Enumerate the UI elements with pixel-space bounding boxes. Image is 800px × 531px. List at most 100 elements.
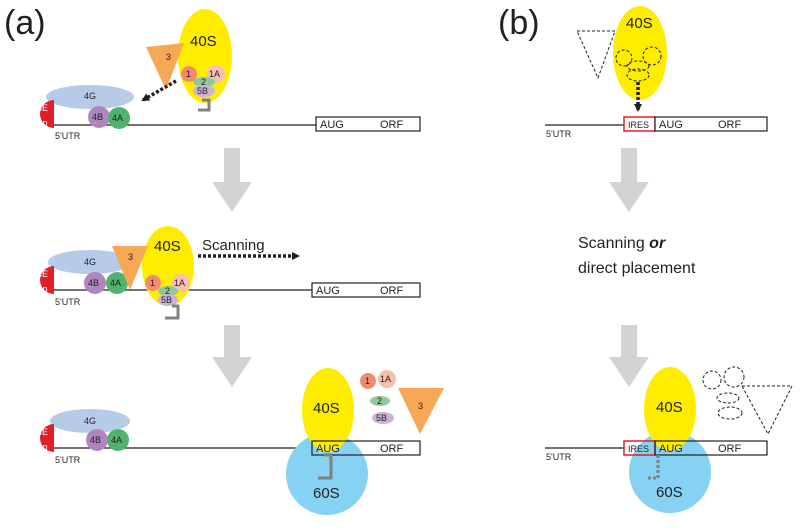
utr-label: 5'UTR [546, 129, 572, 139]
cap-label: cap [33, 284, 48, 294]
scanning-label: Scanning [202, 237, 265, 254]
eif1a-absent-outline [642, 46, 662, 66]
eif2-shape [370, 396, 390, 406]
cap-label: cap [33, 442, 48, 452]
orf-label: ORF [718, 119, 742, 131]
utr-label: 5'UTR [55, 455, 81, 465]
aug-label: AUG [316, 285, 340, 297]
eif1a-shape [172, 274, 190, 292]
panel-label-b: (b) [498, 4, 540, 42]
eif1a-shape [378, 370, 396, 388]
ribosome-40s-label: 40S [626, 15, 653, 32]
eif5b-absent-outline [626, 68, 650, 82]
eif3-label: 3 [166, 52, 171, 62]
eif4g-label: 4G [84, 91, 96, 101]
eif1-shape [181, 66, 197, 82]
orf-box [654, 116, 768, 132]
eif1-label: 1 [186, 69, 191, 79]
eif4e-label: 4E [37, 269, 48, 279]
panel-label-a: (a) [4, 4, 46, 42]
eif3-label: 3 [418, 401, 423, 411]
eif4a-shape [108, 107, 130, 129]
eif4a-label: 4A [110, 278, 121, 288]
cap-label: cap [33, 118, 48, 128]
flow-arrow-b2 [609, 325, 649, 387]
ribosome-40s-label: 40S [190, 33, 217, 50]
eif2-absent-outline [626, 60, 650, 72]
caption-scanning: Scanning [578, 235, 649, 252]
ribosome-40s [644, 367, 696, 451]
eif5b-shape [193, 85, 215, 97]
eif5b-label: 5B [197, 86, 208, 96]
trna-shape [318, 453, 333, 480]
panel-b-step-1: 5'UTR IRES AUG ORF 40S [545, 6, 768, 139]
eif1-shape [360, 373, 376, 389]
orf-box [315, 116, 421, 132]
orf-label: ORF [380, 285, 404, 297]
ribosome-60s [286, 433, 368, 515]
eif4b-label: 4B [92, 112, 103, 122]
eif4g-label: 4G [84, 257, 96, 267]
eif5b-shape [372, 412, 394, 424]
eif5b-label: 5B [161, 295, 172, 305]
eif4e-label: 4E [37, 427, 48, 437]
eif5b-absent-outline [717, 406, 743, 420]
eif2-label: 2 [201, 77, 206, 87]
eif4a-shape [106, 272, 128, 294]
caption-or: or [649, 235, 666, 252]
utr-label: 5'UTR [546, 452, 572, 462]
eif4b-label: 4B [88, 278, 99, 288]
trna-shape [198, 98, 211, 112]
eif1a-label: 1A [380, 374, 391, 384]
eif3-absent-outline [741, 385, 793, 436]
eif4g-shape [46, 85, 134, 109]
ribosome-60s [629, 431, 711, 513]
ribosome-40s [302, 368, 354, 452]
eif4a-shape [107, 429, 129, 451]
eif4b-shape [88, 106, 110, 128]
eif5b-shape [158, 294, 178, 306]
eif1a-label: 1A [209, 69, 220, 79]
orf-label: ORF [380, 443, 404, 455]
eif4b-label: 4B [90, 435, 101, 445]
utr-label: 5'UTR [55, 131, 81, 141]
eif3-shape [112, 246, 148, 290]
eif2-shape [193, 77, 215, 87]
panel-a-step-1: AUG ORF 4G 4E cap 4B 4A 5'UTR 40S 3 1 1A… [33, 9, 421, 141]
eif3-absent-outline [576, 30, 616, 80]
aug-label: AUG [316, 443, 340, 455]
aug-label: AUG [659, 443, 683, 455]
orf-label: ORF [380, 119, 404, 131]
eif4b-shape [84, 272, 106, 294]
eif4e-cap-shape [40, 424, 54, 452]
ires-label: IRES [628, 444, 649, 454]
ribosome-40s-label: 40S [313, 400, 340, 417]
aug-label: AUG [659, 119, 683, 131]
panel-b-step-3: 5'UTR 60S 40S IRES AUG ORF [545, 366, 793, 513]
eif4g-label: 4G [84, 416, 96, 426]
eif3-shape [146, 43, 184, 90]
ribosome-40s-label: 40S [154, 238, 181, 255]
eif4g-shape [48, 250, 132, 274]
eif4e-cap-shape [40, 266, 54, 294]
flow-arrow-a1 [212, 148, 252, 212]
aug-label: AUG [320, 119, 344, 131]
eif4a-label: 4A [112, 113, 123, 123]
eif1a-absent-outline [723, 366, 745, 388]
ribosome-60s-label: 60S [313, 485, 340, 502]
eif4b-shape [86, 429, 108, 451]
eif2-label: 2 [377, 396, 382, 406]
recruitment-arrow [141, 79, 177, 102]
eif4e-label: 4E [37, 103, 48, 113]
orf-label: ORF [718, 443, 742, 455]
utr-label: 5'UTR [55, 297, 81, 307]
eif5b-label: 5B [376, 413, 387, 423]
eif1-absent-outline [615, 49, 633, 67]
eif1-shape [145, 275, 161, 291]
eif1-absent-outline [702, 370, 722, 390]
ribosome-40s [613, 6, 667, 100]
flow-arrow-a2 [212, 325, 252, 387]
panel-a-step-3: 4G 4E cap 4B 4A 5'UTR 60S 40S AUG ORF 1 … [33, 368, 444, 515]
